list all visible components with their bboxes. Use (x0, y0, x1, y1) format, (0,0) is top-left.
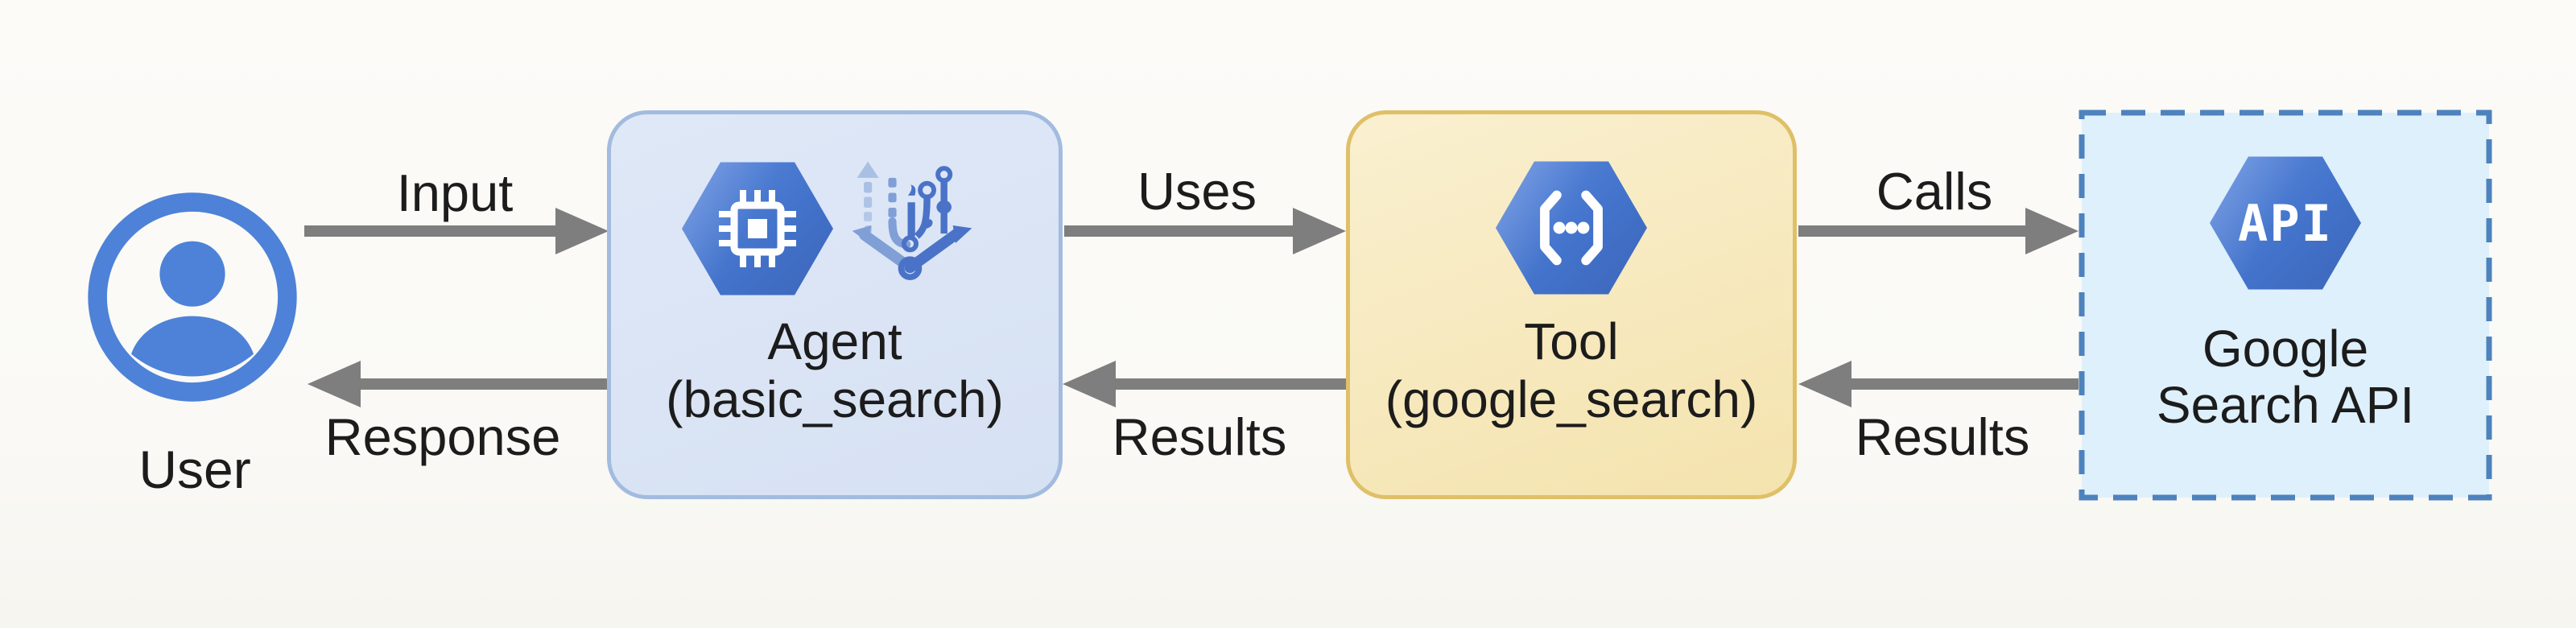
api-title: Google (2202, 320, 2369, 378)
edge-label-results-tool-agent: Results (1112, 407, 1287, 466)
agent-text: Agent (basic_search) (611, 312, 1059, 428)
user-label: User (138, 440, 251, 499)
edge-label-uses: Uses (1137, 162, 1257, 221)
edge-label-response: Response (324, 407, 561, 466)
cpu-chip-hexagon-icon (682, 162, 833, 295)
api-hexagon-label: API (2238, 193, 2333, 253)
edge-label-results-api-tool: Results (1855, 407, 2030, 466)
arrow-calls-line (1798, 225, 2027, 237)
branching-pipeline-icon (852, 161, 972, 280)
tool-box: Tool (google_search) (1346, 110, 1797, 499)
api-text: Google Search API (2079, 320, 2492, 433)
api-box: API Google Search API (2079, 109, 2492, 501)
tool-text: Tool (google_search) (1350, 312, 1793, 428)
person-circle-icon (88, 192, 297, 402)
arrow-results-tool-agent-line (1116, 378, 1346, 390)
code-brackets-glyph (1540, 190, 1603, 266)
agent-title: Agent (767, 312, 902, 370)
edge-label-input: Input (396, 163, 514, 222)
cpu-chip-glyph (719, 190, 796, 267)
arrow-results-tool-agent-head (1063, 361, 1116, 407)
arrow-results-api-tool-line (1852, 378, 2079, 390)
arrow-input-head (555, 208, 609, 254)
tool-title: Tool (1524, 312, 1619, 370)
api-subtitle: Search API (2156, 376, 2415, 434)
arrow-response-line (361, 378, 609, 390)
tool-subtitle: (google_search) (1385, 370, 1758, 428)
arrow-uses-head (1293, 208, 1346, 254)
arrow-input-line (304, 225, 557, 237)
code-brackets-hexagon-icon (1496, 161, 1647, 295)
arrow-calls-head (2025, 208, 2079, 254)
agent-subtitle: (basic_search) (666, 370, 1004, 428)
edge-label-calls: Calls (1876, 162, 1993, 221)
user-node (87, 192, 298, 403)
arrow-response-head (308, 361, 361, 407)
arrow-uses-line (1064, 225, 1294, 237)
arrow-results-api-tool-head (1798, 361, 1852, 407)
agent-box: Agent (basic_search) (607, 110, 1063, 499)
